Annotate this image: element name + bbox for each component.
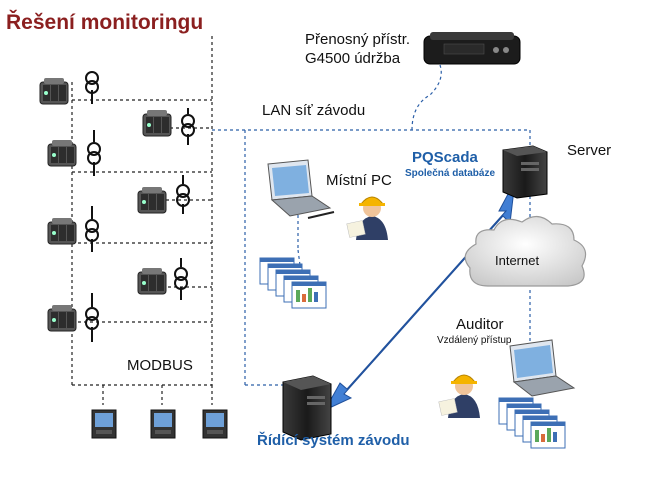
server-tower-icon — [502, 145, 548, 199]
portable-device-sublabel: G4500 údržba — [305, 50, 401, 67]
connection-arrow — [323, 180, 516, 412]
power-analyzer-icon — [47, 217, 77, 245]
meter-display-icon — [150, 409, 176, 439]
report-stack-icon — [259, 257, 327, 309]
laptop-icon — [267, 159, 335, 219]
report-stack-icon — [498, 397, 566, 449]
internet-label: Internet — [495, 253, 540, 268]
portable-device-label: Přenosný přístr. — [305, 31, 411, 48]
meter-display-icon — [202, 409, 228, 439]
server-tower-icon — [282, 375, 332, 441]
power-analyzer-icon — [47, 304, 77, 332]
power-analyzer-icon — [137, 186, 167, 214]
transformer-icon — [174, 267, 188, 290]
portable-device-icon — [423, 32, 521, 65]
transformer-icon — [85, 307, 99, 330]
auditor-sublabel: Vzdálený přístup — [437, 335, 512, 346]
power-analyzer-icon — [39, 77, 69, 105]
meter-display-icon — [91, 409, 117, 439]
local-pc-label: Místní PC — [326, 172, 392, 189]
auditor-label: Auditor — [456, 316, 504, 333]
power-analyzer-icon — [137, 267, 167, 295]
transformer-icon — [85, 71, 99, 94]
pqscada-label: PQScada — [412, 149, 478, 166]
transformer-icon — [87, 142, 101, 165]
pqscada-sublabel: Společná databáze — [405, 168, 496, 179]
engineer-icon — [438, 374, 481, 419]
transformer-icon — [181, 114, 195, 137]
engineer-icon — [346, 196, 389, 241]
modbus-label: MODBUS — [127, 357, 193, 374]
page-title: Řešení monitoringu — [6, 11, 204, 34]
power-analyzer-icon — [47, 139, 77, 167]
cloud-icon — [464, 215, 587, 287]
power-analyzer-icon — [142, 109, 172, 137]
server-label: Server — [567, 142, 612, 159]
lan-label: LAN síť závodu — [262, 102, 366, 119]
transformer-icon — [85, 219, 99, 242]
laptop-icon — [509, 339, 576, 397]
control-system-label: Řídící systém závodu — [257, 432, 410, 449]
transformer-icon — [176, 184, 190, 207]
